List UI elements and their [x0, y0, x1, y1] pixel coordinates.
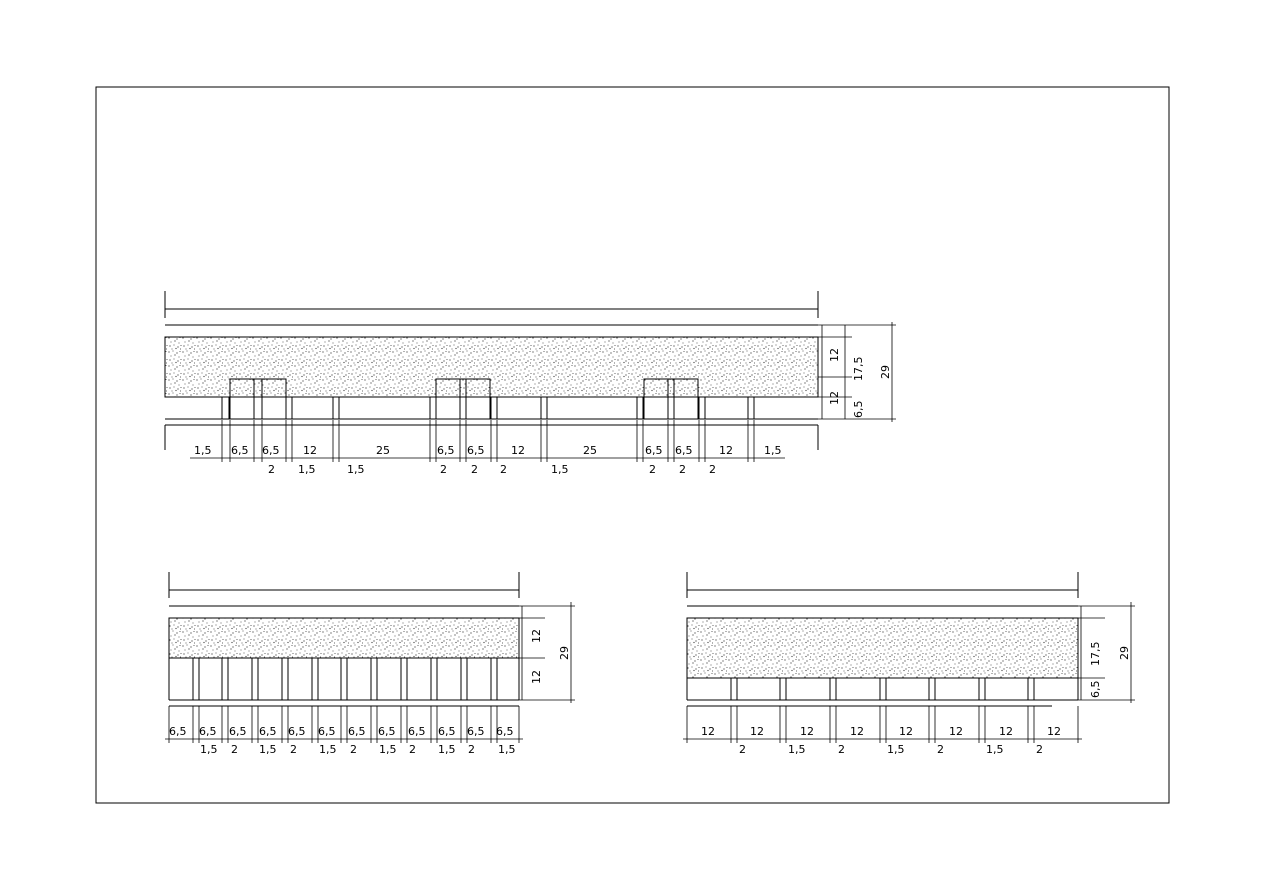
- dim-label: 12: [899, 725, 913, 738]
- dim-label-vertical: 12: [530, 629, 543, 643]
- dim-label: 6,5: [259, 725, 277, 738]
- dim-label: 1,5: [259, 743, 277, 756]
- bottom-right-floor-section: 12 12 12 12 12 12 12 12 2 1,5 2 1,5 2 1,…: [683, 572, 1135, 756]
- dim-label: 6,5: [438, 725, 456, 738]
- dim-label: 6,5: [231, 444, 249, 457]
- dim-label: 2: [350, 743, 357, 756]
- dim-label: 6,5: [467, 444, 485, 457]
- ribs: [730, 677, 1035, 701]
- dim-label-vertical: 29: [558, 646, 571, 660]
- block-group-2: [429, 378, 548, 420]
- dim-label: 1,5: [194, 444, 212, 457]
- dim-label: 6,5: [378, 725, 396, 738]
- sheet-border: [95, 86, 1170, 804]
- dim-label: 2: [649, 463, 656, 476]
- dim-label: 6,5: [318, 725, 336, 738]
- dim-label: 6,5: [467, 725, 485, 738]
- dim-label-vertical: 6,5: [1089, 681, 1102, 699]
- dim-label: 2: [937, 743, 944, 756]
- dim-label-vertical: 6,5: [852, 401, 865, 419]
- dim-label-vertical: 12: [530, 670, 543, 684]
- dim-label: 2: [471, 463, 478, 476]
- dim-label: 12: [949, 725, 963, 738]
- concrete-slab: [164, 336, 819, 398]
- dim-label: 12: [719, 444, 733, 457]
- dim-label: 6,5: [169, 725, 187, 738]
- dim-label: 1,5: [788, 743, 806, 756]
- dim-label: 6,5: [437, 444, 455, 457]
- dim-label: 2: [739, 743, 746, 756]
- dim-label: 12: [999, 725, 1013, 738]
- dim-label: 1,5: [347, 463, 365, 476]
- dim-label: 1,5: [200, 743, 218, 756]
- dim-label-vertical: 29: [1118, 646, 1131, 660]
- dim-label: 1,5: [764, 444, 782, 457]
- dim-label: 6,5: [199, 725, 217, 738]
- concrete-slab: [686, 617, 1079, 679]
- block-group-3: [636, 378, 755, 420]
- dim-label: 25: [376, 444, 390, 457]
- dim-label: 2: [231, 743, 238, 756]
- dim-label: 12: [701, 725, 715, 738]
- dim-label: 12: [1047, 725, 1061, 738]
- dim-label: 6,5: [408, 725, 426, 738]
- dim-label: 6,5: [645, 444, 663, 457]
- top-floor-section: 1,5 6,5 6,5 12 25 6,5 6,5 12 25 6,5 6,5 …: [164, 291, 896, 476]
- ribs: [192, 657, 498, 701]
- dim-label: 2: [709, 463, 716, 476]
- dim-label: 1,5: [298, 463, 316, 476]
- dim-label: 1,5: [498, 743, 516, 756]
- dim-label: 2: [838, 743, 845, 756]
- bottom-left-floor-section: 6,5 6,5 6,5 6,5 6,5 6,5 6,5 6,5 6,5 6,5 …: [165, 572, 575, 756]
- dim-label: 6,5: [496, 725, 514, 738]
- dim-label: 12: [303, 444, 317, 457]
- dim-label: 12: [850, 725, 864, 738]
- dim-label: 25: [583, 444, 597, 457]
- dim-label: 6,5: [348, 725, 366, 738]
- dim-label: 2: [268, 463, 275, 476]
- dim-label: 1,5: [379, 743, 397, 756]
- dim-label: 1,5: [551, 463, 569, 476]
- dim-label-vertical: 12: [828, 348, 841, 362]
- dim-label: 6,5: [675, 444, 693, 457]
- dim-label: 2: [440, 463, 447, 476]
- dim-label: 2: [1036, 743, 1043, 756]
- dim-label: 2: [468, 743, 475, 756]
- dim-label: 2: [409, 743, 416, 756]
- dim-label: 2: [500, 463, 507, 476]
- dim-label: 12: [511, 444, 525, 457]
- dim-label: 6,5: [229, 725, 247, 738]
- dim-label-vertical: 17,5: [852, 357, 865, 382]
- concrete-slab: [168, 617, 520, 659]
- dim-label: 12: [750, 725, 764, 738]
- dim-label: 1,5: [887, 743, 905, 756]
- dim-label-vertical: 17,5: [1089, 642, 1102, 667]
- dim-label-vertical: 12: [828, 391, 841, 405]
- dim-label: 12: [800, 725, 814, 738]
- dim-label: 6,5: [262, 444, 280, 457]
- dim-label: 2: [679, 463, 686, 476]
- dim-label: 1,5: [319, 743, 337, 756]
- dim-label: 1,5: [986, 743, 1004, 756]
- dim-label: 6,5: [288, 725, 306, 738]
- dim-label: 1,5: [438, 743, 456, 756]
- dim-label: 2: [290, 743, 297, 756]
- dim-label-vertical: 29: [879, 365, 892, 379]
- block-group-1: [221, 378, 340, 420]
